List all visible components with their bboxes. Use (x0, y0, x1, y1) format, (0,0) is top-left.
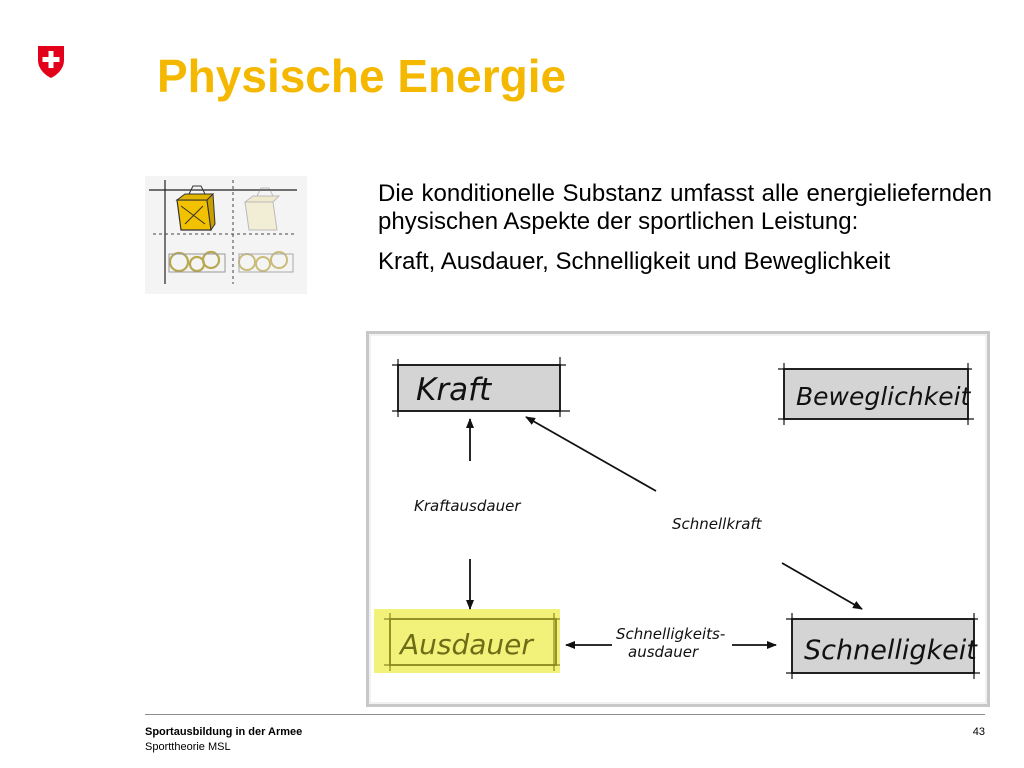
label-schnelligkeitsausdauer-line1: Schnelligkeits- (616, 625, 725, 643)
swiss-cross-shield-icon (38, 46, 64, 78)
box-kraft-label: Kraft (416, 372, 493, 408)
arrow-schnellkraft-to-kraft (525, 416, 657, 492)
body-text: Die konditionelle Substanz umfasst alle … (378, 180, 992, 276)
footer-subtitle: Sporttheorie MSL (145, 741, 231, 753)
box-kraft: Kraft (392, 357, 570, 417)
box-ausdauer: Ausdauer (374, 609, 560, 673)
intro-paragraph: Die konditionelle Substanz umfasst alle … (378, 180, 992, 235)
gears-icon (168, 250, 226, 273)
footer-divider (145, 714, 985, 715)
box-ausdauer-label: Ausdauer (398, 628, 534, 661)
label-schnelligkeitsausdauer-line2: ausdauer (628, 643, 699, 661)
box-schnelligkeit: Schnelligkeit (786, 613, 980, 679)
yellow-container-icon (175, 185, 216, 232)
page-number: 43 (972, 726, 985, 738)
page-title: Physische Energie (157, 50, 567, 102)
label-schnellkraft: Schnellkraft (672, 515, 763, 533)
box-beweglichkeit-label: Beweglichkeit (796, 382, 972, 411)
box-schnelligkeit-label: Schnelligkeit (804, 635, 978, 666)
arrow-schnellkraft-to-schnelligkeit (781, 562, 863, 610)
fitness-components-diagram: Kraft Beweglichkeit Ausdauer Schnelligke… (366, 331, 990, 707)
components-line: Kraft, Ausdauer, Schnelligkeit und Beweg… (378, 248, 891, 275)
footer-organization: Sportausbildung in der Armee (145, 726, 303, 738)
box-beweglichkeit: Beweglichkeit (778, 363, 974, 425)
label-kraftausdauer: Kraftausdauer (414, 497, 521, 515)
faded-container-icon (243, 187, 281, 231)
energy-container-gears-illustration (145, 176, 307, 294)
gears-icon-right (238, 251, 294, 273)
